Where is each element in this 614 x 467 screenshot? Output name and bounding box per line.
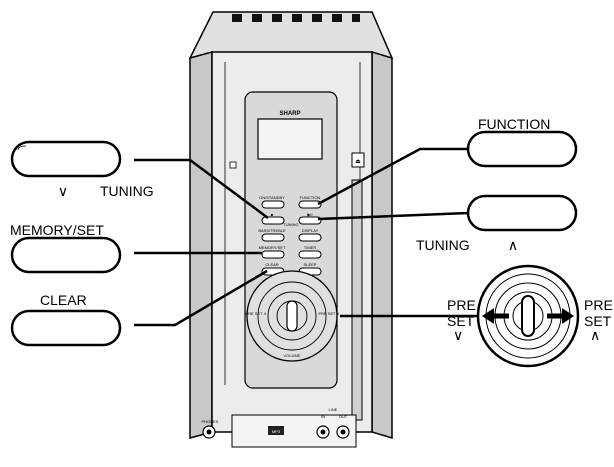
on-standby-button[interactable] — [261, 200, 285, 209]
label-line: LINE — [329, 407, 338, 412]
top-vents — [232, 14, 360, 22]
callout-clear-label: CLEAR — [40, 292, 87, 308]
callout-set-left: SET — [447, 313, 475, 329]
callout-set-right: SET — [584, 313, 612, 329]
label-display: DISPLAY — [302, 228, 319, 233]
play-pause-icon: ▶II — [307, 212, 312, 217]
label-tuning-mark: TUNING — [283, 222, 298, 227]
leader-lines — [134, 147, 480, 327]
label-on-standby: ON/STANDBY — [259, 195, 285, 200]
device-pre-set-down: PRE SET ∨ — [245, 311, 266, 316]
callout-function-label: FUNCTION — [478, 116, 550, 132]
callout-up-arrow-right: ∧ — [590, 327, 600, 343]
callout-pre-right: PRE — [584, 297, 613, 313]
callout-tuning-down-button — [10, 140, 122, 178]
callout-pre-left: PRE — [447, 297, 476, 313]
label-clear: CLEAR — [265, 262, 278, 267]
label-line-out: OUT — [339, 414, 348, 419]
device-pre-set-up: PRE SET ∧ — [318, 311, 339, 316]
eject-icon: ⏏ — [355, 159, 361, 165]
callout-clear-button — [10, 309, 122, 347]
eject-button[interactable] — [351, 152, 365, 168]
left-side-panel — [189, 51, 213, 439]
stop-tuning-down-button[interactable] — [261, 216, 285, 225]
label-function: FUNCTION — [300, 195, 321, 200]
mp3-text: MP3 — [272, 429, 281, 434]
label-memory-set: MEMORY/SET — [259, 245, 286, 250]
leader-clear — [134, 269, 268, 327]
callout-tuning-up-button — [466, 194, 578, 232]
label-sleep: SLEEP — [304, 262, 317, 267]
callout-tuning-up-label: TUNING — [416, 237, 470, 253]
callout-function-button — [466, 130, 578, 168]
callout-tuning-down-label: TUNING — [100, 183, 154, 199]
leader-function — [317, 147, 468, 206]
display-button[interactable] — [298, 233, 322, 242]
label-bass-treble: BASS/TREBLE — [258, 228, 286, 233]
bottom-panel: PHONES MP3 LINE IN OUT — [202, 407, 357, 448]
callout-memory-set-button — [10, 236, 122, 274]
port-panel — [231, 414, 357, 448]
lcd-display — [257, 118, 323, 160]
leader-tuning-up — [317, 211, 469, 221]
label-timer: TIMER — [304, 245, 317, 250]
callout-tuning-up-arrow: ∧ — [508, 237, 518, 253]
mp3-badge — [268, 426, 284, 435]
leader-tuning-down — [134, 158, 269, 220]
right-side-panel — [371, 50, 393, 440]
label-volume: VOLUME — [284, 353, 301, 358]
callout-tuning-down-arrow: ∨ — [58, 183, 68, 199]
memory-set-button[interactable] — [261, 250, 285, 259]
callout-down-arrow-left: ∨ — [453, 327, 463, 343]
device-volume-knob[interactable] — [246, 270, 338, 362]
function-button[interactable] — [298, 200, 322, 209]
play-pause-tuning-up-button[interactable] — [298, 216, 322, 225]
brand-logo: SHARP — [279, 111, 300, 117]
timer-button[interactable] — [298, 250, 322, 259]
callout-memory-set-label: MEMORY/SET — [10, 222, 104, 238]
stop-icon: ■ — [271, 212, 274, 217]
zoomed-knob — [476, 264, 580, 368]
bass-treble-button[interactable] — [261, 233, 285, 242]
label-phones: PHONES — [202, 419, 219, 424]
indicator-square — [229, 161, 237, 169]
device-top — [188, 11, 394, 59]
cd-slot — [351, 179, 363, 421]
device-unit: SHARP ⏏ ON/STANDBY FUNCTION ■ ▶II TUNING… — [188, 11, 394, 448]
label-line-in: IN — [321, 414, 325, 419]
